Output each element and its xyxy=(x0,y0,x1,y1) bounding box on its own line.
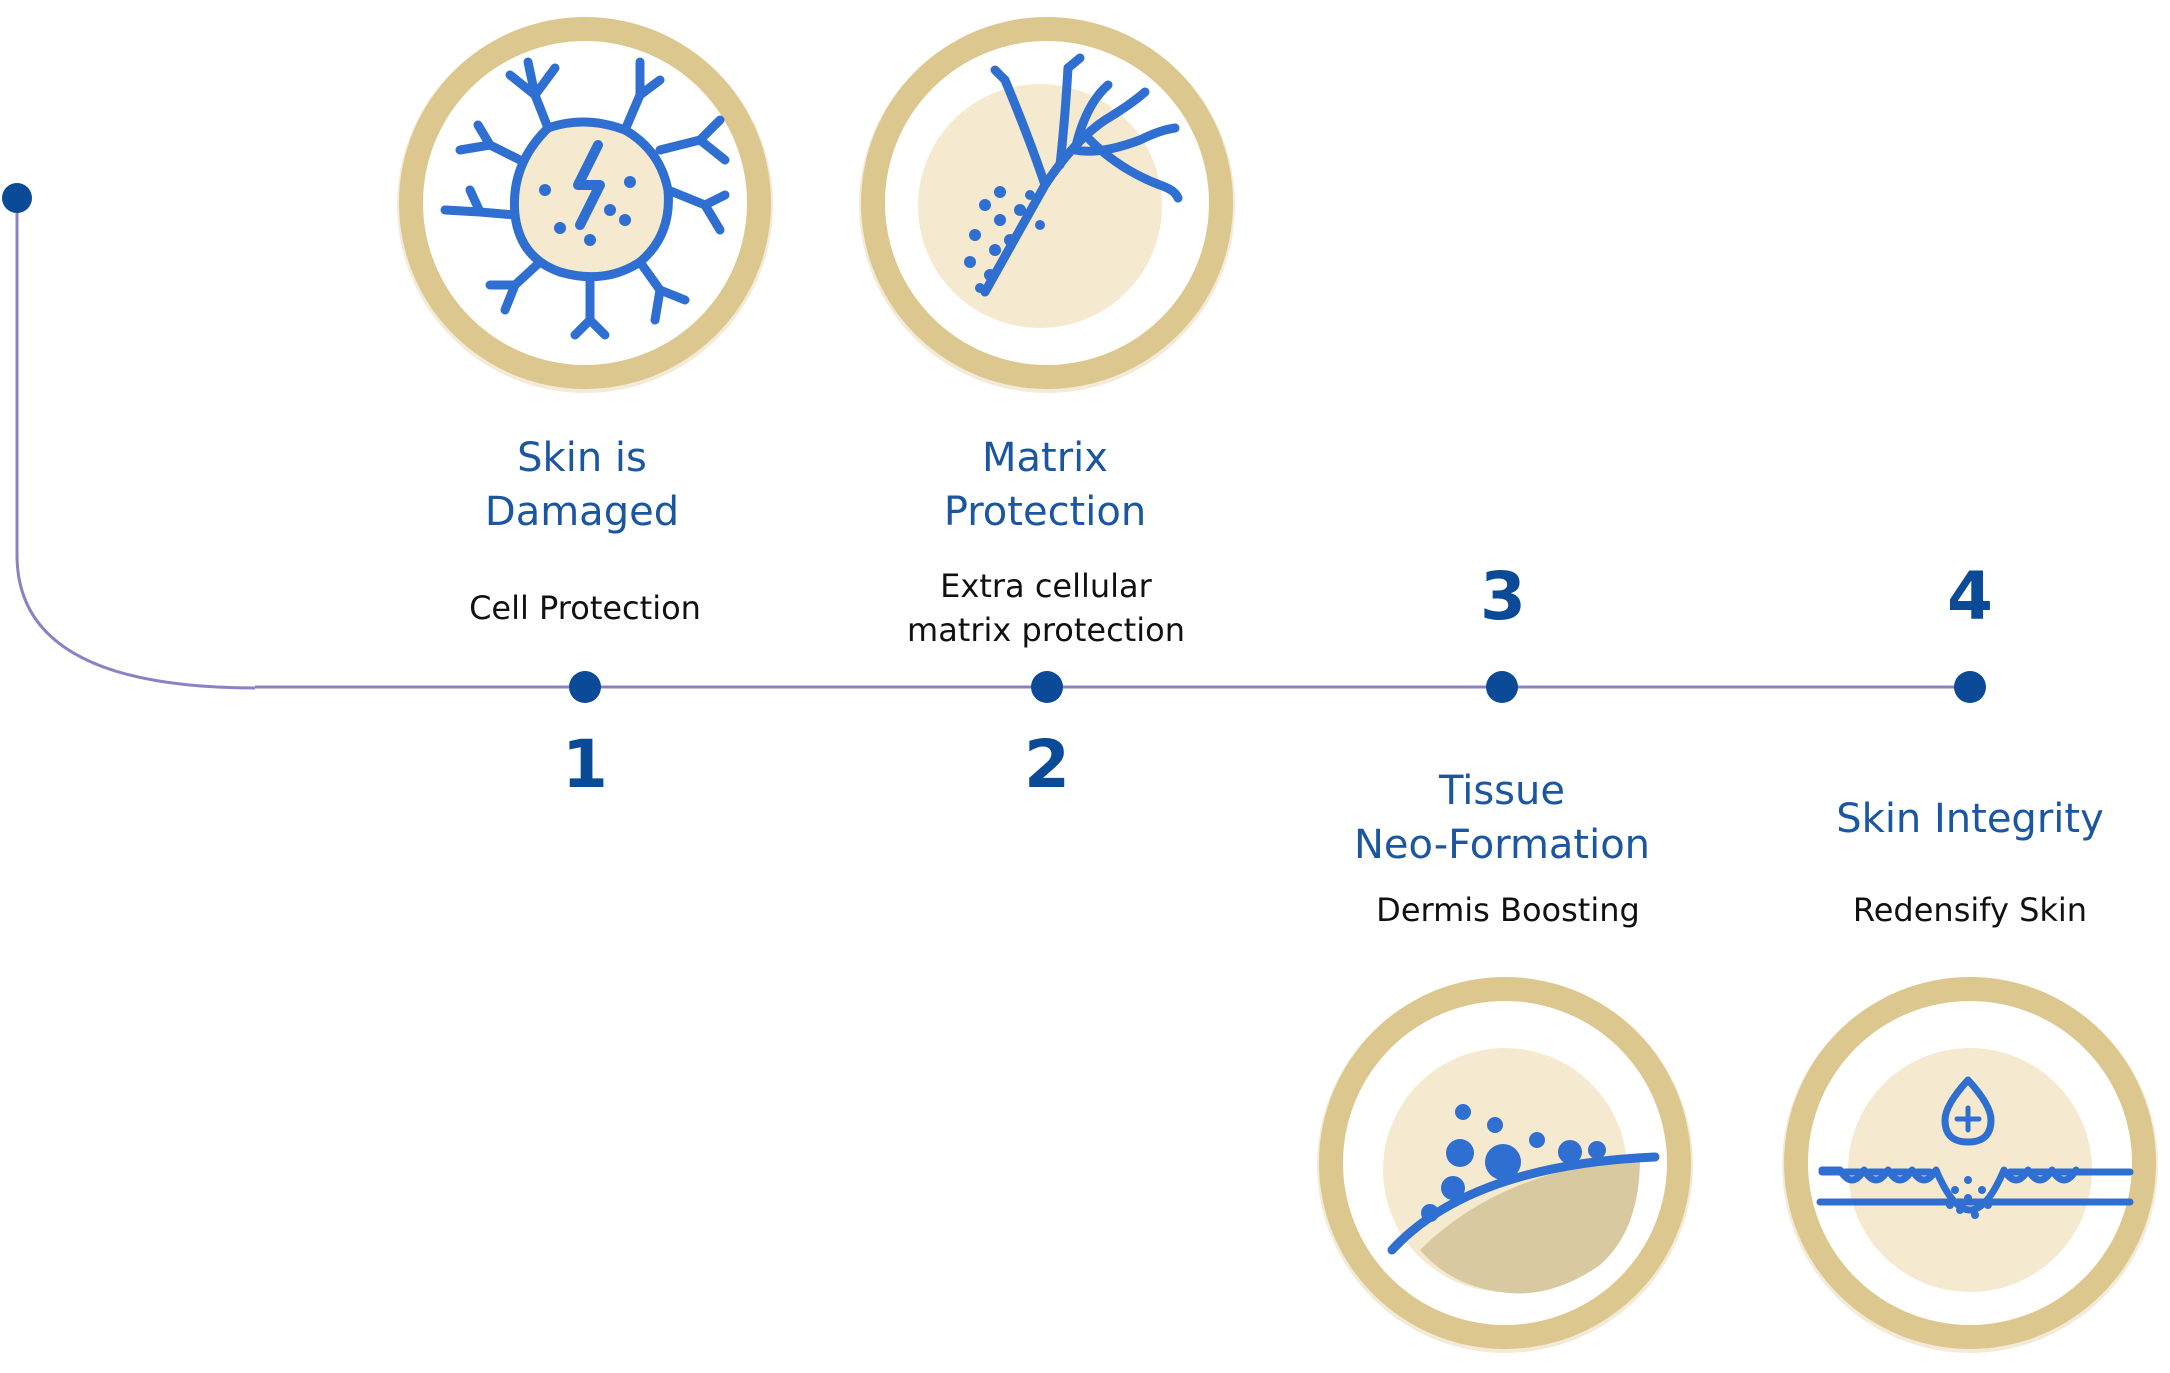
step-2-subtitle-line-1: Extra cellular xyxy=(940,567,1152,605)
step-2-subtitle: Extra cellular matrix protection xyxy=(907,564,1185,652)
dermis-texture xyxy=(1420,1158,1640,1294)
step-3-dot xyxy=(1486,671,1518,703)
step-1-dot xyxy=(569,671,601,703)
dermis-boost-icon xyxy=(1387,1104,1660,1255)
step-2-badge xyxy=(859,17,1235,393)
step-4-badge xyxy=(1782,977,2158,1353)
step-1-title-line-1: Skin is xyxy=(517,435,647,481)
step-3-badge xyxy=(1317,977,1693,1353)
step-1-subtitle-line-1: Cell Protection xyxy=(469,589,701,627)
step-3-subtitle: Dermis Boosting xyxy=(1376,888,1640,932)
step-4-subtitle-line-1: Redensify Skin xyxy=(1852,891,2088,929)
step-1-badge xyxy=(397,17,773,393)
step-4-number: 4 xyxy=(1947,558,1993,635)
step-2-title: Matrix Protection xyxy=(944,431,1146,539)
step-3-title-line-1: Tissue xyxy=(1439,768,1565,814)
step-1-title: Skin is Damaged xyxy=(485,431,679,539)
step-4-dot xyxy=(1954,671,1986,703)
cell-particles xyxy=(539,176,636,246)
timeline-curve xyxy=(15,198,256,690)
step-3-number: 3 xyxy=(1480,558,1526,635)
matrix-particles xyxy=(964,186,1045,293)
timeline-start-dot xyxy=(2,183,32,213)
skin-integrity-icon xyxy=(1816,1076,2134,1214)
step-1-subtitle: Cell Protection xyxy=(469,586,701,630)
step-2-dot xyxy=(1031,671,1063,703)
step-3-title: Tissue Neo-Formation xyxy=(1354,764,1650,872)
step-2-subtitle-line-2: matrix protection xyxy=(907,611,1185,649)
step-3-title-line-2: Neo-Formation xyxy=(1353,822,1651,868)
step-4-title-line-1: Skin Integrity xyxy=(1836,796,2104,842)
step-4-title: Skin Integrity xyxy=(1836,792,2103,846)
damaged-cell-icon xyxy=(440,57,730,340)
step-4-subtitle: Redensify Skin xyxy=(1853,888,2087,932)
skin-particles xyxy=(1946,1176,1992,1219)
step-2-title-line-2: Protection xyxy=(943,489,1147,535)
step-1-number: 1 xyxy=(562,726,608,803)
step-1-title-line-2: Damaged xyxy=(484,489,680,535)
step-2-number: 2 xyxy=(1024,726,1070,803)
step-2-title-line-1: Matrix xyxy=(982,435,1108,481)
step-3-subtitle-line-1: Dermis Boosting xyxy=(1376,891,1640,929)
